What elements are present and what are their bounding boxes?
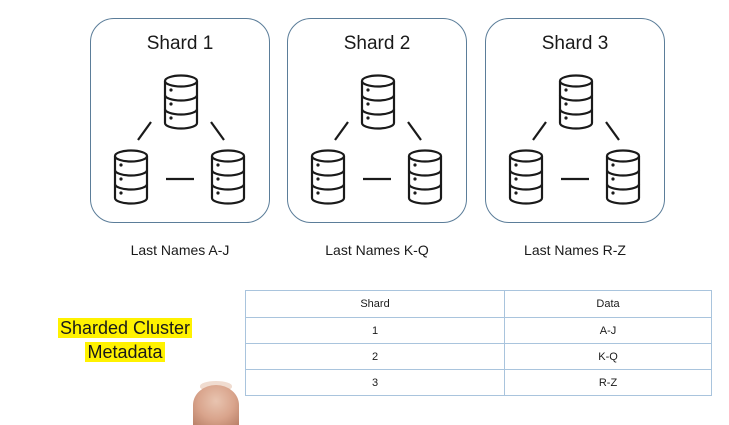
connector-line (532, 121, 547, 141)
database-icon (360, 74, 396, 130)
table-row: 1 A-J (244, 317, 712, 344)
shard-box-2: Shard 2 (287, 18, 467, 223)
table-cell: 1 (244, 317, 506, 344)
presenter-head (193, 385, 239, 425)
table-cell: 2 (244, 343, 506, 370)
table-cell: K-Q (504, 343, 712, 370)
table-cell: A-J (504, 317, 712, 344)
connector-line (407, 121, 422, 141)
shard-title: Shard 2 (343, 33, 411, 54)
shard-graph (310, 74, 443, 205)
connector-line (137, 121, 152, 141)
shard-caption-3: Last Names R-Z (524, 242, 626, 258)
database-icon (113, 149, 149, 205)
metadata-label: Sharded Cluster Metadata (47, 316, 203, 364)
database-icon (310, 149, 346, 205)
shard-title: Shard 3 (541, 33, 609, 54)
shard-caption-1: Last Names A-J (130, 242, 230, 258)
shard-box-3: Shard 3 (485, 18, 665, 223)
database-icon (508, 149, 544, 205)
table-cell: R-Z (504, 369, 712, 396)
database-icon (558, 74, 594, 130)
database-icon (407, 149, 443, 205)
metadata-label-line1: Sharded Cluster (57, 318, 193, 338)
table-header-row: Shard Data (244, 290, 712, 318)
table-row: 3 R-Z (244, 369, 712, 396)
metadata-table: Shard Data 1 A-J 2 K-Q 3 R-Z (244, 290, 712, 396)
connector-line (334, 121, 349, 141)
table-header-cell: Data (504, 290, 712, 318)
database-icon (163, 74, 199, 130)
shard-box-1: Shard 1 (90, 18, 270, 223)
table-header-cell: Shard (244, 290, 506, 318)
metadata-label-line2: Metadata (85, 342, 165, 362)
shard-graph (508, 74, 641, 205)
connector-line (605, 121, 620, 141)
database-icon (605, 149, 641, 205)
table-row: 2 K-Q (244, 343, 712, 370)
table-cell: 3 (244, 369, 506, 396)
shard-caption-2: Last Names K-Q (325, 242, 429, 258)
shard-graph (113, 74, 246, 205)
shard-title: Shard 1 (146, 33, 214, 54)
database-icon (210, 149, 246, 205)
connector-line (210, 121, 225, 141)
